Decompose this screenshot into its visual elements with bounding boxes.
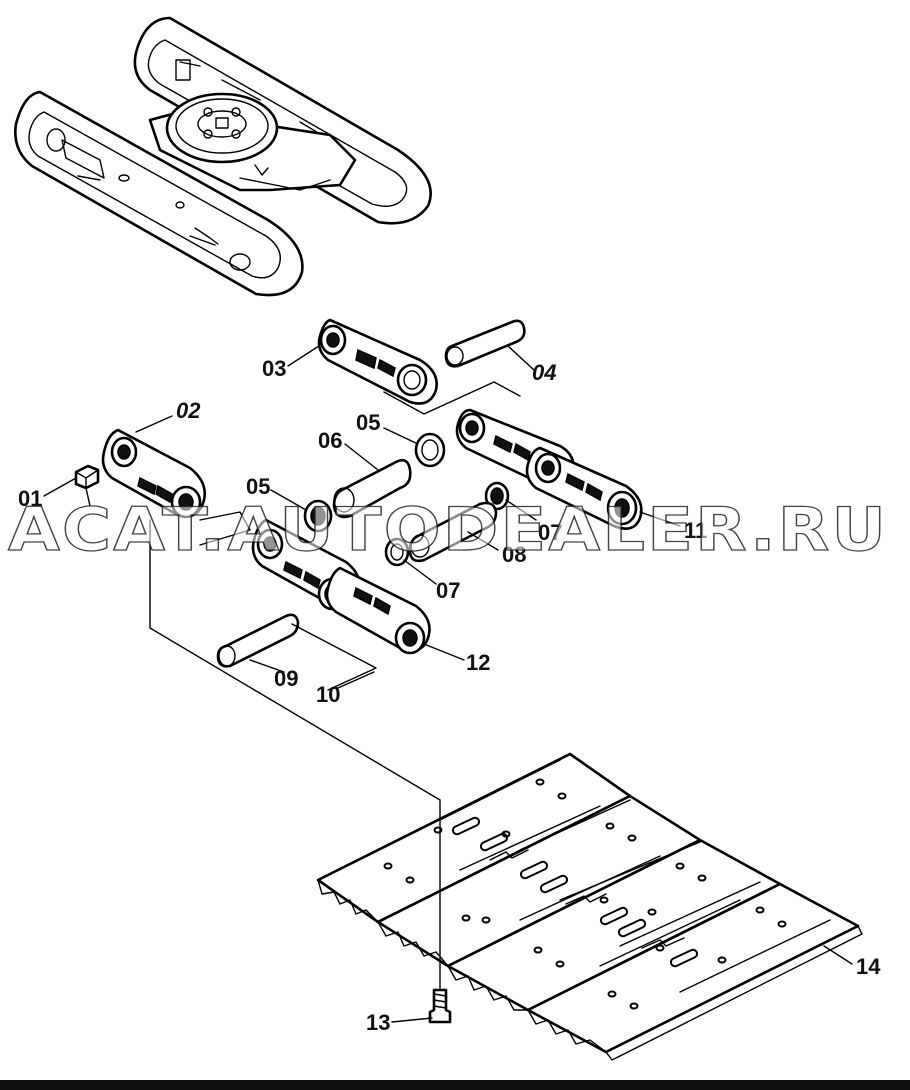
callout-09: 09 [274, 666, 298, 691]
bottom-border [0, 1080, 910, 1090]
link-assembly-11 [455, 408, 643, 530]
callout-04: 04 [532, 360, 556, 385]
callout-08: 08 [502, 542, 526, 567]
callout-14: 14 [856, 954, 881, 979]
link-assembly-02 [74, 428, 251, 546]
callout-10: 10 [316, 682, 340, 707]
track-shoe-plates [316, 752, 863, 1061]
undercarriage-assembly [14, 16, 432, 297]
leader-lines [43, 343, 853, 1023]
bushing-assembly [303, 432, 510, 567]
callout-07-lower: 07 [436, 578, 460, 603]
callout-03: 03 [262, 356, 286, 381]
callout-06: 06 [318, 428, 342, 453]
callout-05-lower: 05 [246, 474, 270, 499]
callout-07-upper: 07 [538, 520, 562, 545]
callout-12: 12 [466, 650, 490, 675]
link-assembly-12 [216, 518, 431, 691]
callout-05-upper: 05 [356, 410, 380, 435]
callout-13: 13 [366, 1010, 390, 1035]
callout-01: 01 [18, 486, 42, 511]
callout-02: 02 [176, 398, 201, 423]
link-assembly-03 [317, 318, 526, 415]
track-bolt-13 [149, 519, 452, 1024]
callout-11: 11 [684, 518, 707, 543]
callout-labels: 01 02 03 04 05 05 06 07 07 08 09 10 11 1… [18, 356, 881, 1035]
watermark-text: ACAT.AUTODEALER.RU [8, 495, 888, 565]
